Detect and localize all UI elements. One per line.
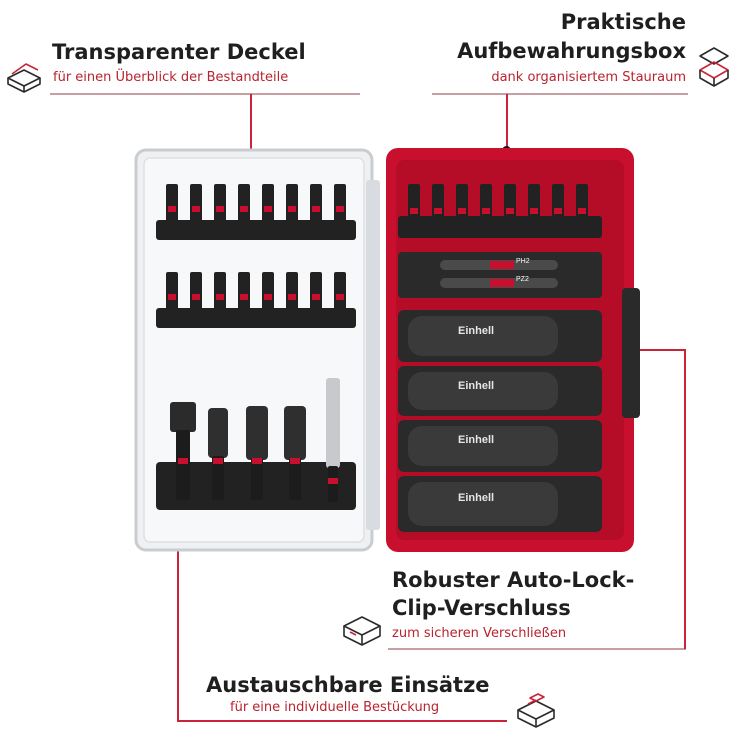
- lid-bit-holder-top: [156, 184, 356, 240]
- brand-label-1: Einhell: [458, 325, 495, 337]
- inserts-connector-h: [177, 720, 507, 722]
- callout-box-underline: [432, 93, 688, 95]
- callout-lid-subtitle: für einen Überblick der Bestandteile: [53, 70, 289, 85]
- callout-clip-title-1: Robuster Auto-Lock-: [392, 568, 635, 592]
- callout-box-title-2: Aufbewahrungsbox: [457, 39, 686, 63]
- box-connector: [506, 94, 508, 150]
- box-open-lid-icon: [4, 60, 44, 96]
- callout-box-title-1: Praktische: [560, 10, 686, 34]
- lid-nut-setters: [156, 378, 356, 510]
- brand-label-4: Einhell: [458, 492, 495, 504]
- bit-label-pz2: PZ2: [516, 276, 529, 283]
- callout-lid-title: Transparenter Deckel: [52, 40, 306, 64]
- storage-box-icon: [694, 44, 734, 94]
- socket-cases: [398, 310, 602, 532]
- brand-label-3: Einhell: [458, 434, 495, 446]
- clip-connector-h: [632, 349, 686, 351]
- box-bit-holder-top: [398, 184, 602, 238]
- bit-label-ph2: PH2: [516, 258, 530, 265]
- callout-clip-title-2: Clip-Verschluss: [392, 596, 571, 620]
- long-bits-tray: [398, 252, 602, 298]
- lid-bit-holder-middle: [156, 272, 356, 328]
- callout-inserts-subtitle: für eine individuelle Bestückung: [230, 700, 440, 715]
- product-photo: [130, 140, 650, 560]
- closed-box-icon: [340, 612, 384, 652]
- callout-clip-subtitle: zum sicheren Verschließen: [392, 626, 567, 641]
- callout-box-subtitle: dank organisiertem Stauraum: [491, 70, 686, 85]
- clip-connector-v: [684, 349, 686, 649]
- callout-inserts-title: Austauschbare Einsätze: [206, 673, 490, 697]
- lid-connector: [250, 94, 252, 154]
- callout-clip-underline: [388, 648, 686, 650]
- inserts-connector-v: [177, 520, 179, 722]
- inserts-icon: [514, 688, 558, 730]
- callout-lid-underline: [50, 93, 360, 95]
- brand-label-2: Einhell: [458, 380, 495, 392]
- transparent-lid: [134, 148, 380, 552]
